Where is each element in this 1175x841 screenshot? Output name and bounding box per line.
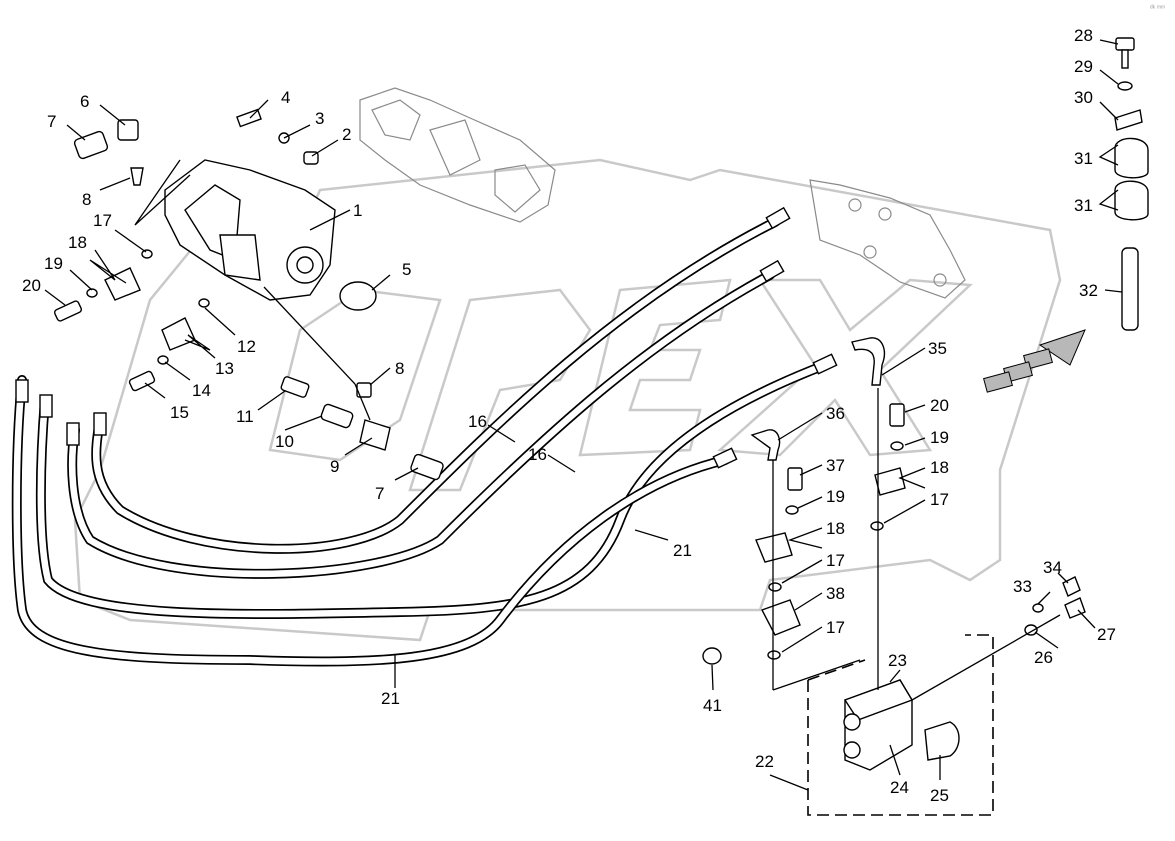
callout-21-bottom: 21	[381, 689, 400, 708]
hose-fittings	[15, 206, 838, 469]
callout-28: 28	[1074, 26, 1093, 45]
leader-lines	[44, 39, 1123, 791]
callout-27: 27	[1097, 625, 1116, 644]
callout-12: 12	[237, 337, 256, 356]
callout-17-mid: 17	[826, 551, 845, 570]
callout-16-left: 16	[468, 412, 487, 431]
callout-labels: 1 2 3 4 5 6 7 7 8 8 9 10 11 12 13 14 15 …	[22, 26, 1116, 805]
callout-32: 32	[1079, 281, 1098, 300]
callout-7-bottom: 7	[375, 484, 384, 503]
callout-33: 33	[1013, 577, 1032, 596]
test-port-parts	[280, 376, 444, 481]
callout-20-right: 20	[930, 396, 949, 415]
callout-17-pump: 17	[93, 211, 112, 230]
callout-13: 13	[215, 359, 234, 378]
callout-37: 37	[826, 456, 845, 475]
callout-22: 22	[755, 752, 774, 771]
hoses	[11, 217, 830, 667]
callout-8-top: 8	[82, 190, 91, 209]
callout-19-mid: 19	[826, 487, 845, 506]
callout-11: 11	[236, 407, 254, 426]
callout-16-right: 16	[528, 445, 547, 464]
callout-5: 5	[402, 260, 411, 279]
callout-29: 29	[1074, 57, 1093, 76]
callout-34: 34	[1043, 558, 1062, 577]
callout-38: 38	[826, 584, 845, 603]
callout-2: 2	[342, 125, 351, 144]
direction-arrow	[983, 329, 1086, 393]
callout-21-right: 21	[673, 541, 692, 560]
callout-35: 35	[928, 339, 947, 358]
valve-fittings	[702, 337, 1086, 665]
callout-3: 3	[315, 109, 324, 128]
callout-1: 1	[353, 201, 362, 220]
callout-31-top: 31	[1074, 149, 1093, 168]
callout-24: 24	[890, 778, 909, 797]
callout-18-mid: 18	[826, 519, 845, 538]
callout-36: 36	[826, 404, 845, 423]
callout-19-pump: 19	[44, 254, 63, 273]
callout-9: 9	[330, 457, 339, 476]
callout-8-mid: 8	[395, 359, 404, 378]
clamp-stack	[1114, 37, 1149, 331]
callout-19-right: 19	[930, 428, 949, 447]
callout-4: 4	[281, 88, 290, 107]
callout-31-bottom: 31	[1074, 196, 1093, 215]
callout-18-right: 18	[930, 458, 949, 477]
valve-block	[843, 679, 960, 771]
callout-23: 23	[888, 651, 907, 670]
callout-17-right: 17	[930, 490, 949, 509]
callout-18-pump: 18	[68, 233, 87, 252]
callout-10: 10	[275, 432, 294, 451]
callout-14: 14	[192, 381, 211, 400]
callout-15: 15	[170, 403, 189, 422]
callout-30: 30	[1074, 88, 1093, 107]
callout-20-pump: 20	[22, 276, 41, 295]
callout-41: 41	[703, 696, 722, 715]
callout-17-low: 17	[826, 618, 845, 637]
callout-6: 6	[80, 92, 89, 111]
callout-25: 25	[930, 786, 949, 805]
callout-26: 26	[1034, 648, 1053, 667]
pump-assembly	[53, 108, 377, 392]
corner-mark: ᵈᵏ ᵐᵐ	[1150, 5, 1165, 12]
transmission-outline	[359, 87, 966, 299]
callout-7-top: 7	[47, 112, 56, 131]
connection-lines	[134, 159, 1061, 816]
